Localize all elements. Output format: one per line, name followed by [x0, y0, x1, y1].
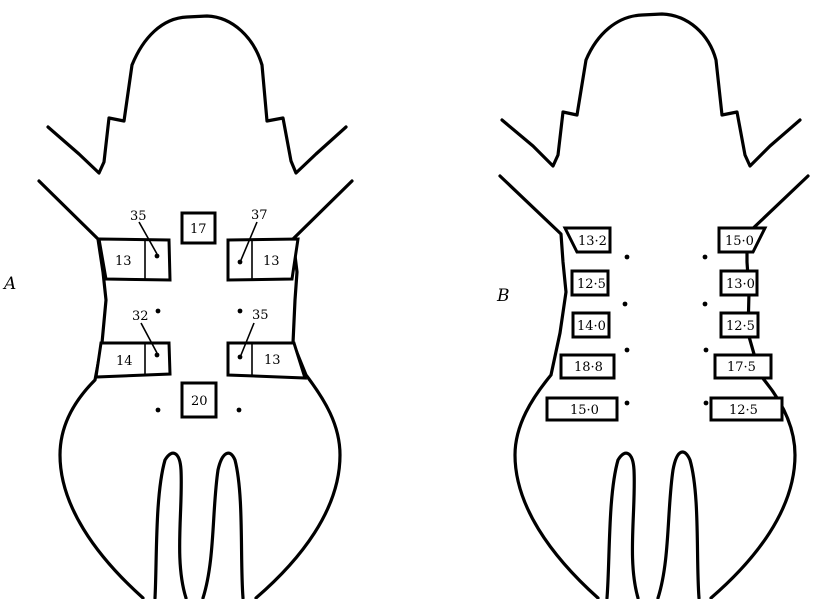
panel-b-right-label: 13·0 — [726, 277, 755, 292]
panel-a-upper-left-tape — [99, 239, 170, 280]
panel-b-dot — [703, 255, 708, 260]
panel-a-label-upper-left-outer: 13 — [115, 254, 132, 269]
panel-b-dot — [703, 302, 708, 307]
panel-b-dot — [625, 401, 630, 406]
panel-b-right-label: 15·0 — [725, 234, 754, 249]
panel-a-label-upper-right-inner: 37 — [251, 208, 268, 223]
panel-a-label-midline-lower: 20 — [191, 394, 208, 409]
panel-a-label-lower-right-outer: 13 — [264, 353, 281, 368]
panel-b-left-label: 13·2 — [578, 234, 607, 249]
panel-a-label-upper-right-outer: 13 — [263, 254, 280, 269]
panel-a-letter: A — [2, 274, 16, 294]
panel-a-dot — [156, 309, 161, 314]
panel-b-right-leg — [658, 452, 699, 598]
panel-b-right-label: 12·5 — [729, 403, 758, 418]
panel-a-dot — [155, 254, 160, 259]
panel-a-dot — [155, 353, 160, 358]
panel-b-dot — [704, 348, 709, 353]
panel-b-left-label: 14·0 — [577, 319, 606, 334]
panel-b-right-label: 12·5 — [726, 319, 755, 334]
panel-a-head-outline — [48, 16, 346, 173]
panel-b-right-label: 17·5 — [727, 360, 756, 375]
panel-b-dot — [704, 401, 709, 406]
panel-a-label-upper-left-inner: 35 — [130, 209, 147, 224]
panel-a-left-leg — [155, 453, 186, 598]
panel-b-dot — [625, 255, 630, 260]
panel-b-left-label: 12·5 — [577, 277, 606, 292]
panel-a: A 35 — [2, 16, 352, 598]
panel-a-lower-left-tape — [96, 343, 170, 377]
panel-b-letter: B — [496, 286, 510, 306]
panel-b-left-leg — [607, 453, 638, 598]
panel-a-label-lower-right-inner: 35 — [252, 308, 269, 323]
panel-b-left-label: 18·8 — [574, 360, 603, 375]
panel-a-label-lower-left-outer: 14 — [116, 354, 133, 369]
panel-a-label-midline-upper: 17 — [190, 222, 207, 237]
panel-b-dot — [623, 302, 628, 307]
panel-b: B 13·2 12·5 14·0 18·8 1 — [496, 14, 808, 598]
panel-a-label-lower-left-inner: 32 — [132, 309, 149, 324]
panel-a-dot — [238, 260, 243, 265]
panel-a-dot — [156, 408, 161, 413]
panel-a-right-leg — [203, 453, 243, 598]
panel-a-dot — [237, 408, 242, 413]
panel-a-dot — [238, 355, 243, 360]
panel-b-dot — [625, 348, 630, 353]
panel-b-left-label: 15·0 — [570, 403, 599, 418]
panel-b-head-outline — [502, 14, 800, 166]
panel-a-dot — [238, 309, 243, 314]
